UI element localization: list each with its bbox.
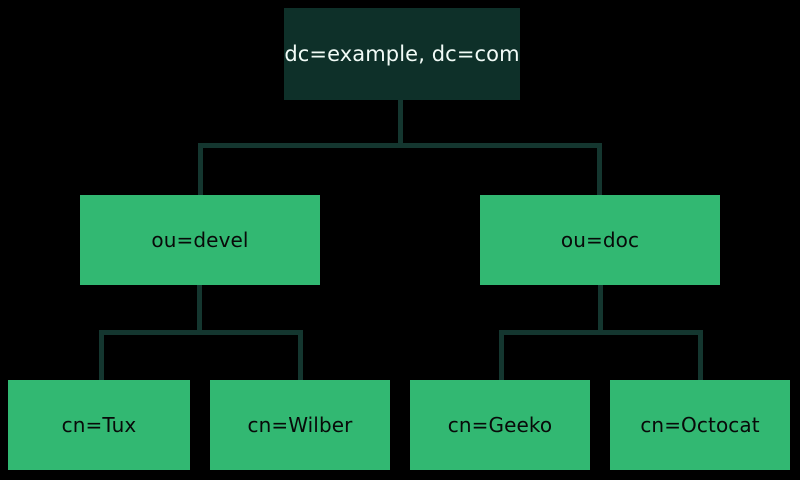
edge-root-to-doc	[597, 143, 602, 197]
edge-root-to-devel	[198, 143, 203, 197]
edge-devel-to-tux	[99, 330, 104, 382]
edge-devel-to-wilber	[298, 330, 303, 382]
node-ou-devel[interactable]: ou=devel	[80, 195, 320, 285]
edge-doc-to-geeko	[499, 330, 504, 382]
node-cn-tux[interactable]: cn=Tux	[8, 380, 190, 470]
edge-doc-to-octocat	[698, 330, 703, 382]
node-root-dc[interactable]: dc=example, dc=com	[284, 8, 520, 100]
edge-doc-stem	[598, 285, 603, 333]
node-ou-doc-label: ou=doc	[560, 227, 640, 252]
node-ou-devel-label: ou=devel	[151, 227, 249, 252]
edge-devel-horizontal	[99, 330, 303, 335]
edge-root-stem	[398, 100, 403, 148]
node-root-label: dc=example, dc=com	[284, 41, 520, 66]
node-ou-doc[interactable]: ou=doc	[480, 195, 720, 285]
node-cn-wilber-label: cn=Wilber	[247, 412, 353, 437]
node-cn-geeko-label: cn=Geeko	[447, 412, 553, 437]
node-cn-octocat-label: cn=Octocat	[640, 412, 760, 437]
node-cn-geeko[interactable]: cn=Geeko	[410, 380, 590, 470]
node-cn-wilber[interactable]: cn=Wilber	[210, 380, 390, 470]
edge-doc-horizontal	[499, 330, 703, 335]
edge-root-horizontal	[198, 143, 602, 148]
node-cn-octocat[interactable]: cn=Octocat	[610, 380, 790, 470]
edge-devel-stem	[197, 285, 202, 333]
node-cn-tux-label: cn=Tux	[61, 412, 137, 437]
